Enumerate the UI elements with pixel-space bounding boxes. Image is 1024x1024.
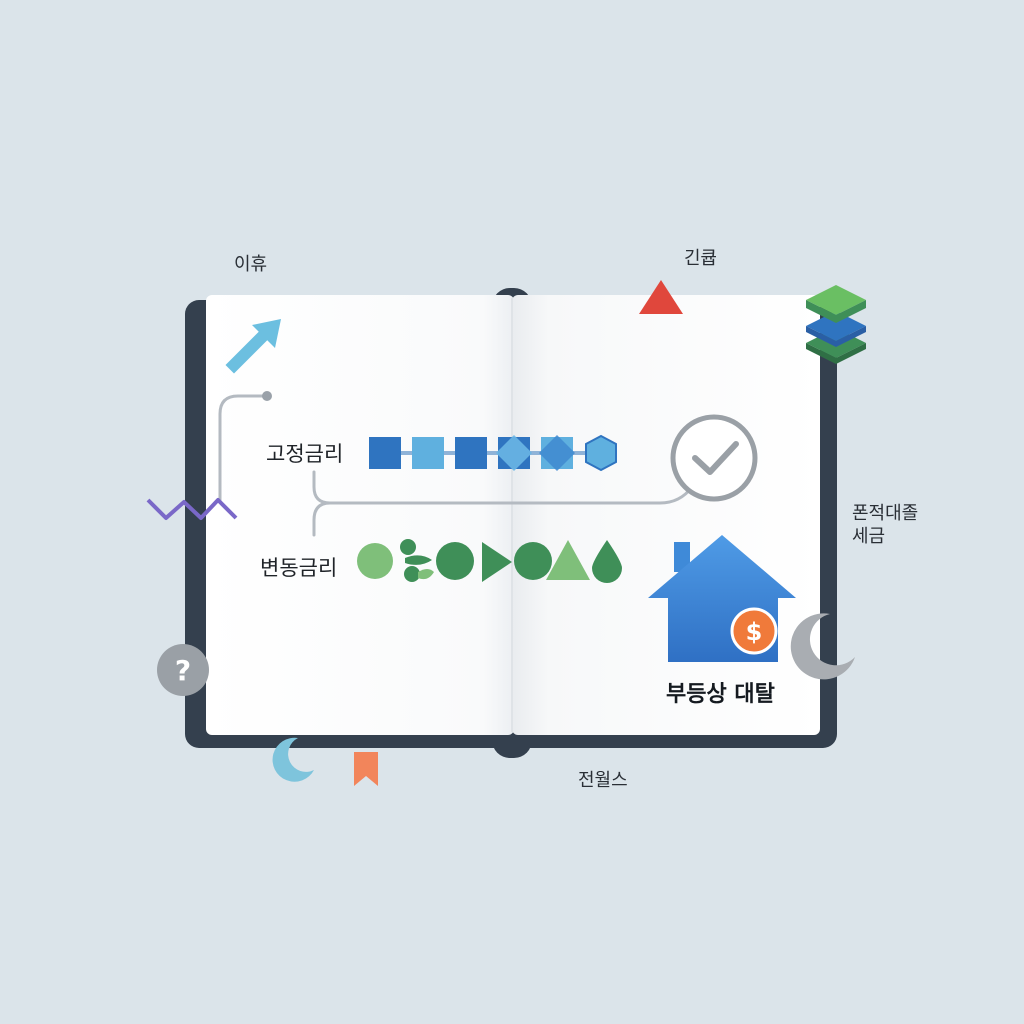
fixed-rate-label: 고정금리 [266, 438, 343, 468]
dollar-symbol: $ [746, 618, 763, 646]
variable-dot-2 [404, 566, 420, 582]
fixed-square-3 [455, 437, 487, 469]
layers-stack-icon [806, 285, 866, 364]
variable-dot-1 [400, 539, 416, 555]
question-circle-icon: ? [157, 644, 209, 696]
check-circle-icon [673, 417, 755, 499]
label-right-line1: 폰적대졸 [852, 503, 918, 526]
right-page [512, 295, 820, 735]
house-label: 부등상 대탈 [666, 676, 775, 708]
label-right-line2: 세금 [852, 526, 885, 549]
fixed-hexagon [586, 436, 616, 470]
connector-dot [262, 391, 272, 401]
bookmark-icon [354, 752, 378, 786]
variable-circle-3 [514, 542, 552, 580]
dollar-coin-icon: $ [732, 609, 776, 653]
label-top-left: 이휴 [234, 254, 267, 277]
variable-circle-2 [436, 542, 474, 580]
left-page [206, 295, 514, 735]
label-top-right: 긴큡 [684, 248, 717, 271]
question-symbol: ? [175, 654, 191, 687]
fixed-square-1 [369, 437, 401, 469]
variable-circle-1 [357, 543, 393, 579]
label-bottom: 전월스 [578, 770, 628, 793]
variable-rate-label: 변동금리 [260, 552, 337, 582]
fixed-square-2 [412, 437, 444, 469]
